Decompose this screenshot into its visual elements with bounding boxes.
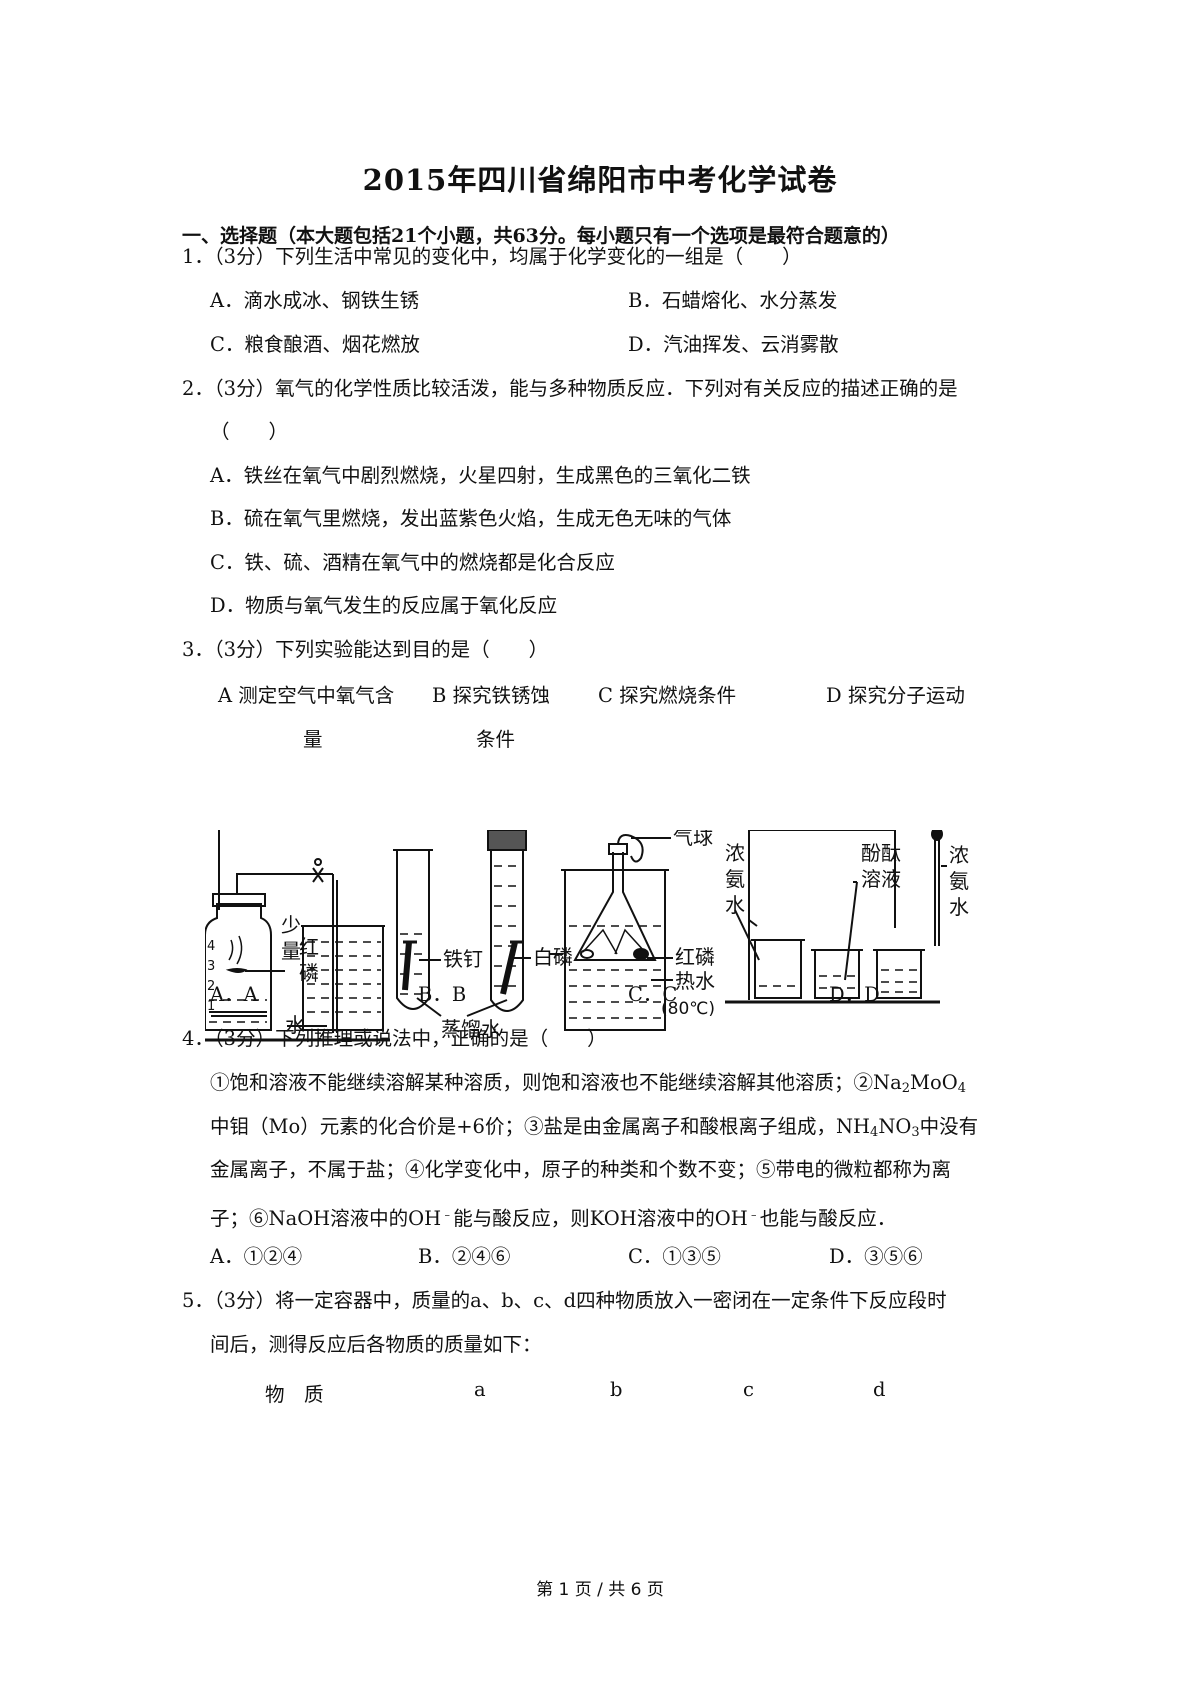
q4-option-c: C．①③⑤ xyxy=(628,1245,721,1268)
q1-option-c: C．粮食酿酒、烟花燃放 xyxy=(210,333,420,356)
apparatus-c xyxy=(549,834,673,1031)
q4-line-4-mid: 能与酸反应，则KOH溶液中的OH xyxy=(453,1207,748,1230)
label-hot-water: 热水 xyxy=(675,969,715,993)
q4-sub-h4: 4 xyxy=(870,1125,879,1140)
scale-2: 2 xyxy=(207,979,215,994)
q3-caption-b-cont: 条件 xyxy=(476,728,516,751)
experiment-diagrams-svg: 4 3 2 1 少 量 红 磷 水 铁钉 蒸馏水 白磷 气球 红磷 热水 (80… xyxy=(205,830,969,1042)
liquid-dashes xyxy=(209,865,917,1023)
label-water: 水 xyxy=(285,1013,305,1037)
q2-stem: 2．（3分）氧气的化学性质比较活泼，能与多种物质反应．下列对有关反应的描述正确的… xyxy=(182,377,958,400)
table-header-b: b xyxy=(610,1378,623,1401)
label-nong-1: 浓 xyxy=(725,841,745,865)
label-shui-1: 水 xyxy=(725,893,745,917)
q5-stem-cont: 间后，测得反应后各物质的质量如下： xyxy=(210,1333,542,1356)
label-phenolphthalein: 酚酞 xyxy=(861,841,901,865)
q4-stem: 4．（3分）下列推理或说法中，正确的是（ ） xyxy=(182,1027,607,1050)
label-solution: 溶液 xyxy=(861,867,901,891)
q4-line-1-moo: MoO xyxy=(909,1071,958,1094)
q4-option-d: D．③⑤⑥ xyxy=(829,1245,923,1268)
q4-line-1-text: ①饱和溶液不能继续溶解某种溶质，则饱和溶液也不能继续溶解其他溶质；②Na xyxy=(210,1071,902,1094)
q4-sup-1: ﹣ xyxy=(441,1207,454,1221)
label-lin: 磷 xyxy=(299,961,319,985)
label-liang: 量 xyxy=(281,939,301,963)
q3-option-d: D．D xyxy=(829,983,880,1006)
q3-caption-c: C 探究燃烧条件 xyxy=(598,684,737,707)
q4-line-1: ①饱和溶液不能继续溶解某种溶质，则饱和溶液也不能继续溶解其他溶质；②Na2MoO… xyxy=(210,1071,966,1101)
q4-line-2: 中钼（Mo）元素的化合价是+6价；③盐是由金属离子和酸根离子组成，NH4NO3中… xyxy=(210,1115,978,1145)
scale-1: 1 xyxy=(207,999,215,1014)
q3-caption-a: A 测定空气中氧气含 xyxy=(218,684,395,707)
q2-option-a: A．铁丝在氧气中剧烈燃烧，火星四射，生成黑色的三氧化二铁 xyxy=(210,464,751,487)
label-shaoliang: 少 xyxy=(281,913,301,937)
label-nong-2: 浓 xyxy=(949,843,969,867)
label-distilled-water: 蒸馏水 xyxy=(441,1017,501,1041)
label-shui-2: 水 xyxy=(949,895,969,919)
q4-sub-o3: 3 xyxy=(911,1125,920,1140)
q4-line-2-end: 中没有 xyxy=(919,1115,979,1138)
q1-stem: 1．（3分）下列生活中常见的变化中，均属于化学变化的一组是（ ） xyxy=(182,245,802,268)
q2-stem-paren: （ ） xyxy=(210,420,289,443)
q4-line-3: 金属离子，不属于盐；④化学变化中，原子的种类和个数不变；⑤带电的微粒都称为离 xyxy=(210,1158,952,1181)
q1-option-d: D．汽油挥发、云消雾散 xyxy=(628,333,839,356)
label-an-1: 氨 xyxy=(725,867,745,891)
table-header-substance: 物 质 xyxy=(265,1383,324,1406)
table-header-d: d xyxy=(873,1378,886,1401)
q4-line-4: 子；⑥NaOH溶液中的OH﹣能与酸反应，则KOH溶液中的OH﹣也能与酸反应． xyxy=(210,1202,896,1231)
q1-option-a: A．滴水成冰、钢铁生锈 xyxy=(210,289,420,312)
label-hong: 红 xyxy=(299,935,319,959)
experiment-diagrams: 4 3 2 1 少 量 红 磷 水 铁钉 蒸馏水 白磷 气球 红磷 热水 (80… xyxy=(205,830,1015,1055)
label-an-2: 氨 xyxy=(949,869,969,893)
q2-option-b: B．硫在氧气里燃烧，发出蓝紫色火焰，生成无色无味的气体 xyxy=(210,507,732,530)
apparatus-b xyxy=(393,830,531,1017)
scale-4: 4 xyxy=(207,939,215,954)
page-footer: 第 1 页 / 共 6 页 xyxy=(536,1580,664,1600)
table-header-c: c xyxy=(743,1378,754,1401)
q3-caption-a-cont: 量 xyxy=(303,728,323,751)
q1-option-b: B．石蜡熔化、水分蒸发 xyxy=(628,289,838,312)
q4-line-4-end: 也能与酸反应． xyxy=(759,1207,897,1230)
label-red-phosphorus: 红磷 xyxy=(675,945,715,969)
label-balloon: 气球 xyxy=(673,830,713,849)
q4-option-a: A．①②④ xyxy=(210,1245,303,1268)
page-title: 2015年四川省绵阳市中考化学试卷 xyxy=(362,163,838,197)
label-temperature: (80℃) xyxy=(661,999,715,1019)
q3-stem: 3．（3分）下列实验能达到目的是（ ） xyxy=(182,638,549,661)
label-iron-nail: 铁钉 xyxy=(443,947,483,971)
q3-caption-b: B 探究铁锈蚀 xyxy=(432,684,551,707)
q3-option-c: C．C xyxy=(628,983,678,1006)
q2-option-c: C．铁、硫、酒精在氧气中的燃烧都是化合反应 xyxy=(210,551,615,574)
q4-sub-o4: 4 xyxy=(957,1081,966,1096)
q3-option-a: A．A xyxy=(210,983,258,1006)
q4-sup-2: ﹣ xyxy=(747,1207,760,1221)
q3-option-b: B．B xyxy=(418,983,467,1006)
q4-line-4-text: 子；⑥NaOH溶液中的OH xyxy=(210,1207,442,1230)
label-white-phosphorus: 白磷 xyxy=(533,945,573,969)
q5-stem: 5．（3分）将一定容器中，质量的a、b、c、d四种物质放入一密闭在一定条件下反应… xyxy=(182,1289,947,1312)
q3-caption-d: D 探究分子运动 xyxy=(826,684,965,707)
q4-line-2-no: NO xyxy=(878,1115,912,1138)
table-header-a: a xyxy=(474,1378,486,1401)
jar-scale: 4 3 2 1 xyxy=(207,939,215,1014)
q4-line-2-text: 中钼（Mo）元素的化合价是+6价；③盐是由金属离子和酸根离子组成，NH xyxy=(210,1115,871,1138)
apparatus-d xyxy=(725,830,947,1004)
scale-3: 3 xyxy=(207,959,215,974)
apparatus-a xyxy=(205,830,390,1042)
section-heading: 一、选择题（本大题包括21个小题，共63分。每小题只有一个选项是最符合题意的） xyxy=(182,225,900,247)
q4-option-b: B．②④⑥ xyxy=(418,1245,511,1268)
q2-option-d: D．物质与氧气发生的反应属于氧化反应 xyxy=(210,594,558,617)
q4-sub-na: 2 xyxy=(901,1081,910,1096)
